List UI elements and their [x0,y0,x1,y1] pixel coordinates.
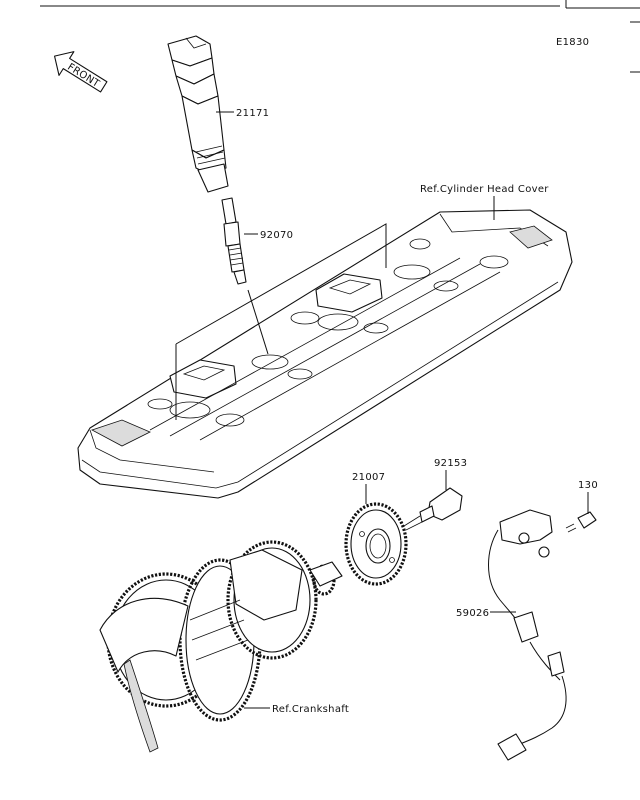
cylinder-head-cover [77,209,573,499]
ignition-coil [167,35,229,193]
label-spark-plug: 92070 [260,230,293,241]
spark-plug [221,197,247,285]
label-cylinder-head-cover: Ref.Cylinder Head Cover [420,184,549,195]
front-arrow-icon: FRONT [54,51,108,93]
page-frame [40,0,640,73]
label-crankshaft-sensor: 59026 [456,608,489,619]
leader-lines [216,111,589,709]
crankshaft-sensor [488,509,567,761]
label-ignition-coil: 21171 [236,108,269,119]
label-timing-rotor: 21007 [352,472,385,483]
label-crankshaft: Ref.Crankshaft [272,704,349,715]
diagram-id: E1830 [556,37,589,48]
label-sensor-bolt: 130 [578,480,598,491]
crankshaft [99,540,343,753]
timing-rotor [344,502,408,586]
rotor-bolt [403,487,463,531]
label-rotor-bolt: 92153 [434,458,467,469]
sensor-bolt [565,511,597,533]
